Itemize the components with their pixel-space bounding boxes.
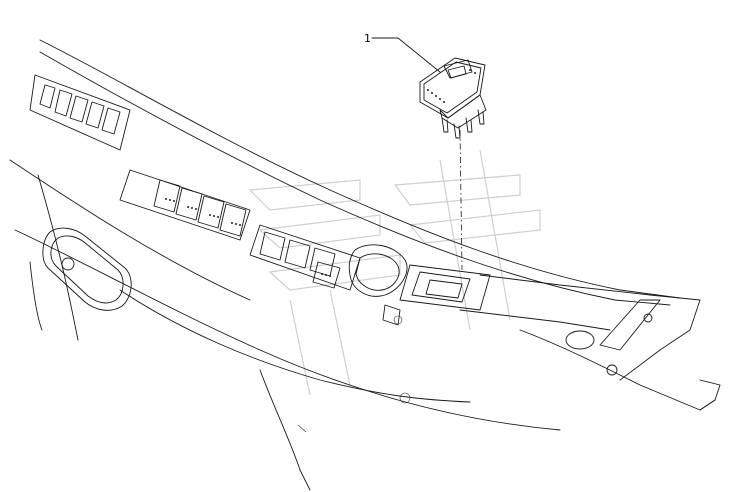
callout-number-1: 1 bbox=[364, 32, 371, 45]
installation-axis-line bbox=[459, 129, 463, 271]
air-vent-grille bbox=[29, 74, 131, 151]
center-console-tray bbox=[348, 244, 491, 326]
dashboard-panel-drawing bbox=[9, 39, 721, 491]
watermark-logo bbox=[248, 149, 541, 396]
switch-bank bbox=[119, 169, 361, 291]
side-trim-frame bbox=[42, 227, 132, 311]
rocker-switch-part bbox=[419, 57, 487, 139]
callout-leader-line bbox=[371, 37, 441, 73]
